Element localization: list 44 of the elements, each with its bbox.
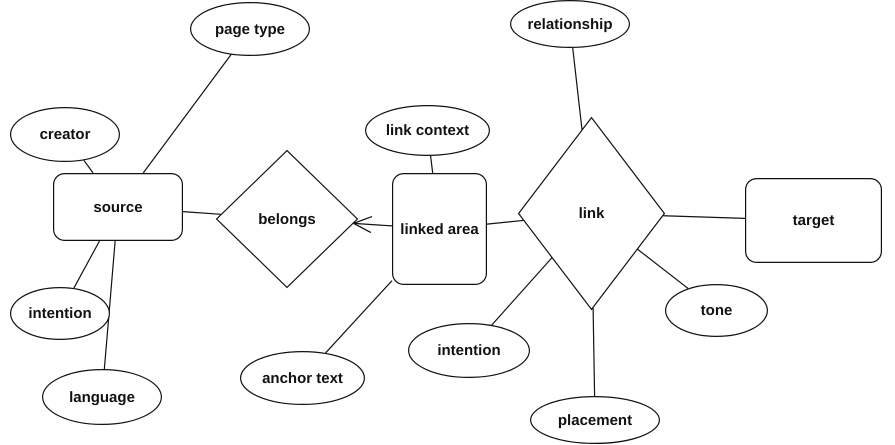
entity-label: linked area xyxy=(400,220,479,240)
attribute-ellipse xyxy=(240,351,365,405)
relationship-label: belongs xyxy=(258,210,316,230)
connector-line xyxy=(430,156,434,174)
connector-line xyxy=(663,215,746,219)
connector-line xyxy=(182,211,221,215)
connector-line xyxy=(325,280,392,354)
attribute-ellipse xyxy=(665,284,768,337)
connector-line xyxy=(491,257,552,326)
attribute-label: anchor text xyxy=(262,368,343,388)
connector-line xyxy=(572,48,583,130)
attribute-ellipse xyxy=(510,0,630,48)
attribute-label: link context xyxy=(386,121,470,141)
entity-box xyxy=(745,178,882,263)
attribute-label: relationship xyxy=(527,14,612,34)
relationship-diamond xyxy=(518,117,665,310)
attribute-label: creator xyxy=(40,125,90,145)
attribute-ellipse xyxy=(10,287,110,340)
connector-line xyxy=(83,160,94,174)
attribute-ellipse xyxy=(365,105,490,156)
attribute-ellipse xyxy=(42,369,162,425)
attribute-label: intention xyxy=(437,341,501,361)
attribute-ellipse xyxy=(10,107,120,162)
connector-line xyxy=(104,240,116,370)
arrow xyxy=(352,216,392,234)
connector-line xyxy=(142,54,232,174)
attribute-label: language xyxy=(69,388,135,408)
attribute-label: intention xyxy=(28,304,92,324)
entity-box xyxy=(392,173,487,285)
connector-line xyxy=(637,248,688,289)
attribute-ellipse xyxy=(408,323,530,378)
relationship-label: link xyxy=(578,204,604,224)
attribute-ellipse xyxy=(530,396,660,444)
connector-line xyxy=(486,220,524,225)
attribute-ellipse xyxy=(190,2,310,56)
entity-label: target xyxy=(792,211,834,231)
attribute-label: placement xyxy=(558,410,632,430)
relationship-diamond xyxy=(216,150,358,288)
entity-box xyxy=(53,173,183,241)
attribute-label: page type xyxy=(214,20,286,40)
connector-line xyxy=(73,240,100,288)
entity-label: source xyxy=(93,198,143,218)
attribute-label: tone xyxy=(700,301,732,321)
connector-line xyxy=(592,308,596,396)
